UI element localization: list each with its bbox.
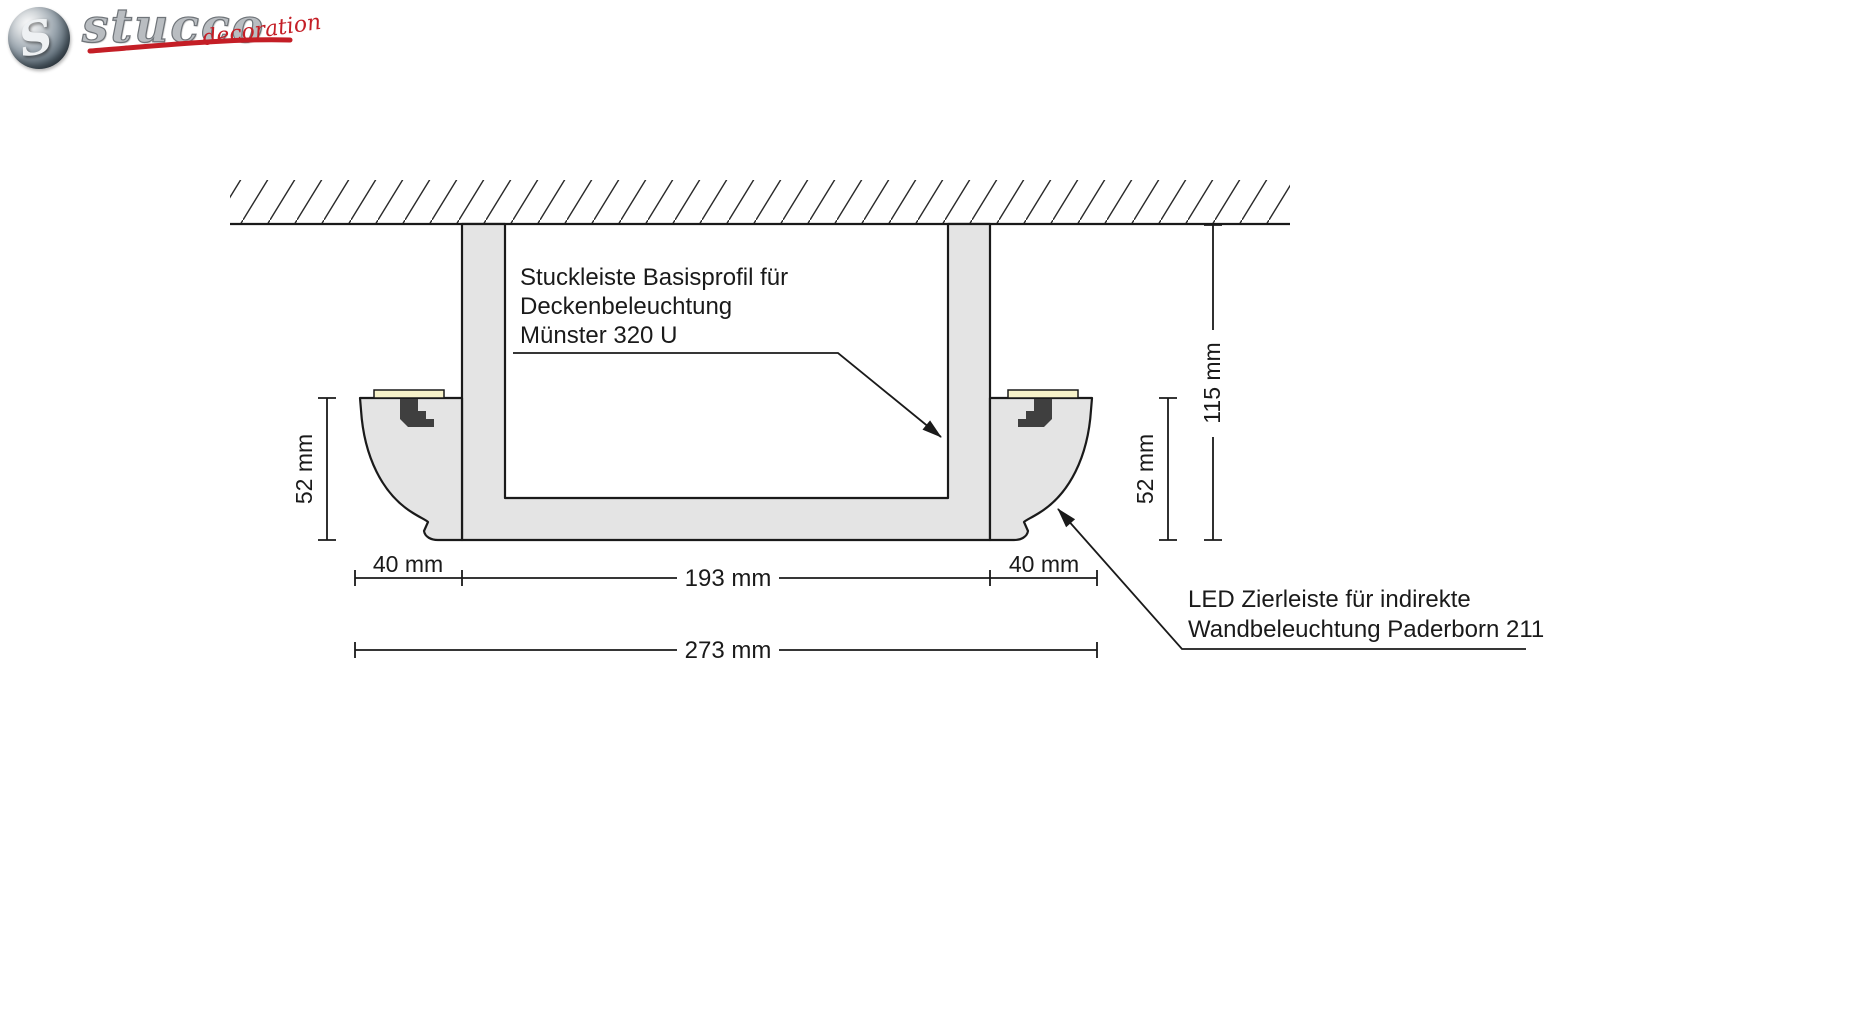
dim-273-ticks [354, 642, 1098, 658]
dim-width-row-ticks [354, 570, 1098, 586]
dim-115-ticks [1204, 224, 1222, 541]
dim-label-40-left: 40 mm [373, 551, 443, 577]
muenster-leader-arrow [513, 352, 942, 438]
label-muenster-line3: Münster 320 U [520, 322, 677, 349]
led-bracket-left [400, 399, 434, 427]
cove-shape-right [988, 396, 1094, 542]
swoosh-path [87, 37, 293, 54]
dim-label-40-right: 40 mm [1009, 551, 1079, 577]
led-strip-left [373, 389, 445, 399]
led-leader-arrow [1057, 508, 1526, 650]
dim-label-273: 273 mm [685, 637, 772, 664]
dim-label-52-left: 52 mm [291, 434, 317, 504]
dim-label-52-right: 52 mm [1132, 434, 1158, 504]
ceiling [230, 180, 1290, 226]
sphere-s-glyph: S [13, 8, 58, 68]
dim-52-left-ticks [318, 397, 336, 541]
label-led-line2: Wandbeleuchtung Paderborn 211 [1188, 616, 1544, 643]
muenster-320u-profile [460, 222, 992, 542]
led-bracket-right [1018, 399, 1052, 427]
label-muenster-line1: Stuckleiste Basisprofil für [520, 264, 788, 291]
label-muenster-line2: Deckenbeleuchtung [520, 293, 732, 320]
stucco-sphere-icon: S [8, 7, 70, 69]
annotations: Stuckleiste Basisprofil für Deckenbeleuc… [513, 264, 1544, 650]
ceiling-hatch [230, 180, 1290, 224]
paderborn-profile-left [358, 389, 464, 542]
dimensions: 52 mm 52 mm 115 mm 40 mm 40 mm 193 mm 27… [291, 224, 1225, 664]
dim-52-right-ticks [1159, 397, 1177, 541]
paderborn-profile-right [988, 389, 1094, 542]
logo-underline-swoosh [87, 37, 293, 54]
muenster-profile-shape [460, 222, 992, 542]
stucco-logo: S stucco decoration [8, 0, 338, 80]
dim-label-115: 115 mm [1199, 342, 1225, 423]
label-led-line1: LED Zierleiste für indirekte [1188, 586, 1471, 613]
led-strip-right [1007, 389, 1079, 399]
dim-label-193: 193 mm [685, 565, 772, 592]
cove-shape-left [358, 396, 464, 542]
